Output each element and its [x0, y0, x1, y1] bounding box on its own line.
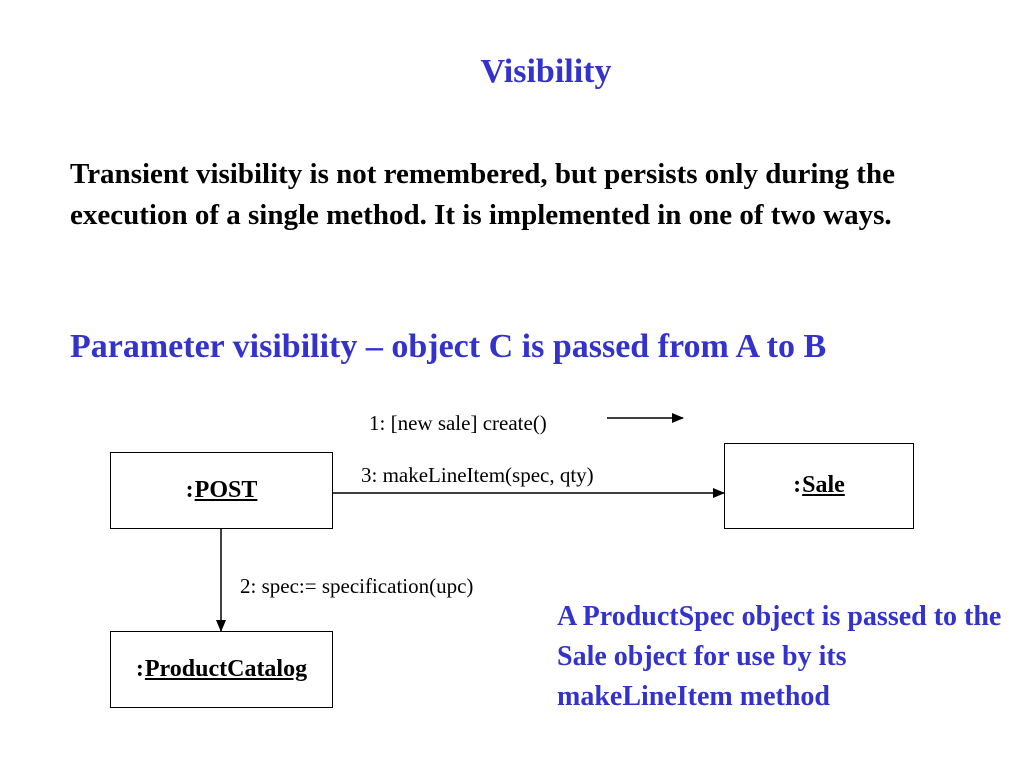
message-3-label: 3: makeLineItem(spec, qty) — [361, 463, 594, 487]
sale-object-name: Sale — [802, 472, 845, 498]
catalog-object-prefix: : — [135, 656, 144, 682]
post-object-prefix: : — [185, 477, 194, 503]
productcatalog-object-box: :ProductCatalog — [110, 631, 333, 708]
body-paragraph: Transient visibility is not remembered, … — [70, 158, 895, 231]
note-text: A ProductSpec object is passed to the Sa… — [557, 601, 1002, 712]
sale-object-prefix: : — [793, 472, 802, 498]
slide-title: Visibility — [480, 53, 612, 90]
message-1-label: 1: [new sale] create() — [369, 411, 547, 435]
sale-object-box: :Sale — [724, 443, 914, 529]
post-object-box: :POST — [110, 452, 333, 529]
subheading: Parameter visibility – object C is passe… — [70, 328, 827, 365]
catalog-object-name: ProductCatalog — [144, 656, 308, 682]
post-object-name: POST — [194, 477, 258, 503]
message-2-label: 2: spec:= specification(upc) — [240, 574, 474, 598]
